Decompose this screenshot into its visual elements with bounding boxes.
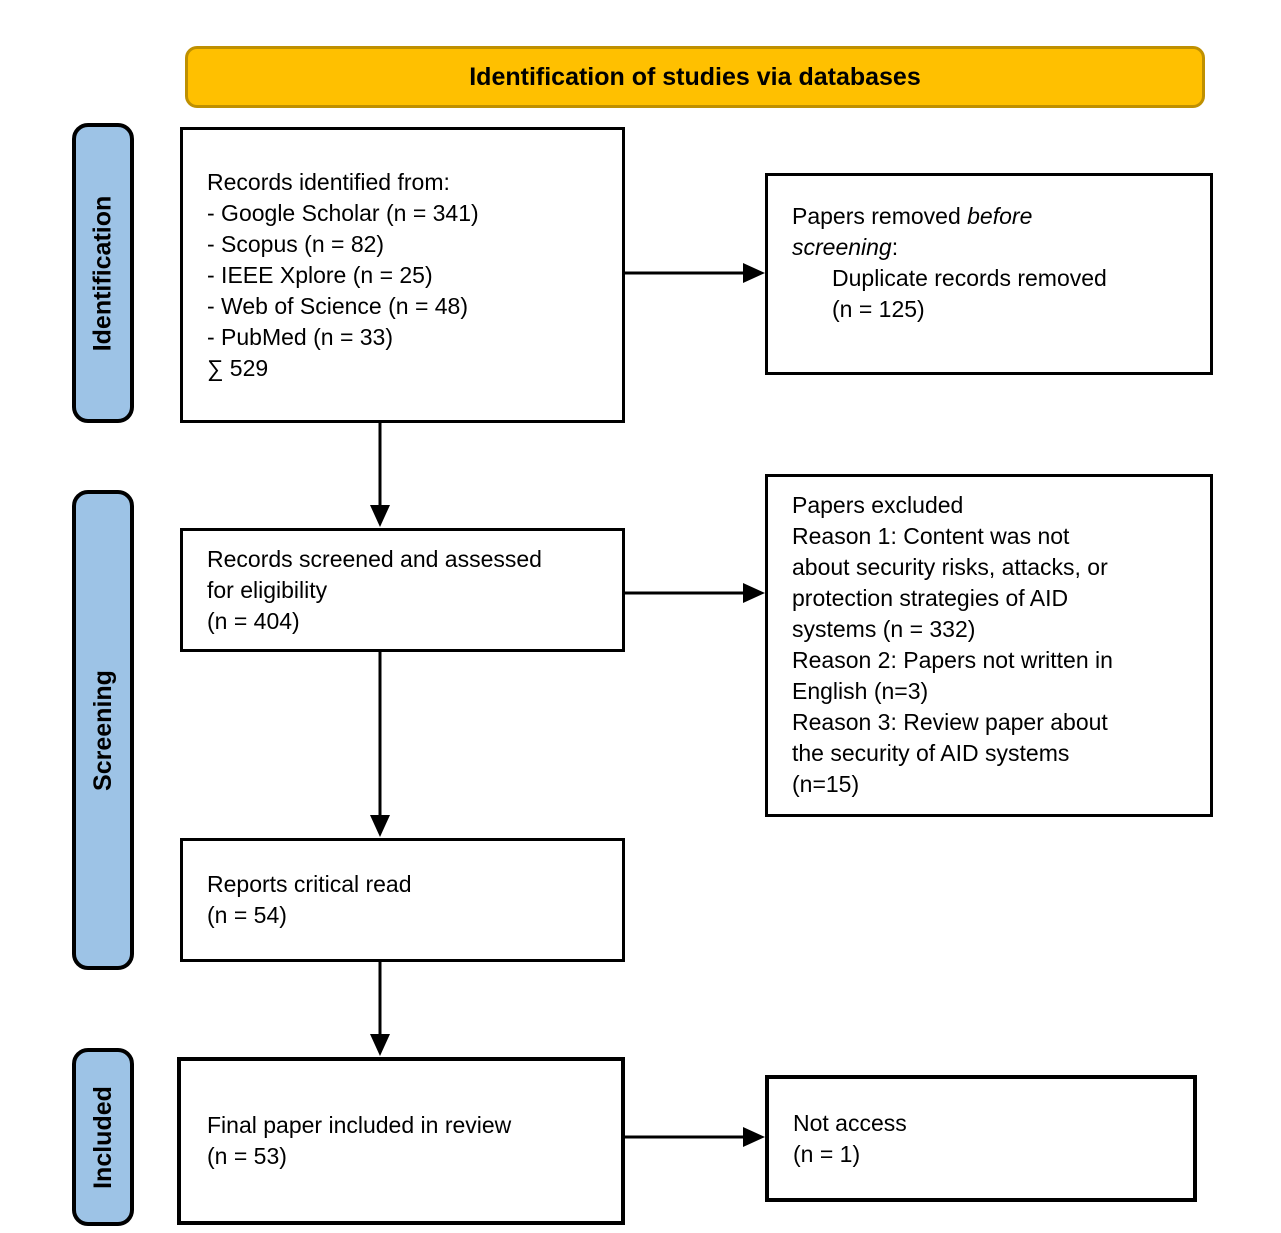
box-final-paper-included: Final paper included in review (n = 53) [177, 1057, 625, 1225]
italic-text: screening [792, 234, 892, 260]
arrow-final-to-not-access [625, 1127, 765, 1147]
arrow-identified-to-screened [370, 423, 390, 527]
stage-label-text: Screening [88, 669, 117, 791]
text-line: ∑ 529 [207, 354, 269, 381]
text-line: (n=15) [792, 771, 860, 797]
text-line: Reason 2: Papers not written in [792, 647, 1113, 673]
box-text: Not access (n = 1) [793, 1108, 1193, 1170]
stage-label-text: Included [88, 1085, 117, 1189]
text-line: - Web of Science (n = 48) [207, 292, 469, 319]
text-line: Reason 1: Content was not [792, 523, 1070, 549]
arrow-screened-to-excluded [625, 583, 765, 603]
text-line: Papers excluded [792, 492, 964, 518]
text-line: (n = 404) [207, 607, 300, 634]
text-line: about security risks, attacks, or [792, 554, 1108, 580]
box-reports-critical-read: Reports critical read (n = 54) [180, 838, 625, 962]
text-line: the security of AID systems [792, 740, 1070, 766]
text-line: Papers removed before [792, 203, 1033, 229]
text-line: English (n=3) [792, 678, 929, 704]
arrow-screened-to-reports [370, 652, 390, 837]
text-line: Records identified from: [207, 168, 450, 195]
text-line: - Scopus (n = 82) [207, 230, 385, 257]
text-line: Final paper included in review [207, 1112, 512, 1138]
text-line: - IEEE Xplore (n = 25) [207, 261, 433, 288]
box-text-indented: Duplicate records removed (n = 125) [792, 263, 1192, 325]
text-line: screening: [792, 234, 899, 260]
text-line: - Google Scholar (n = 341) [207, 199, 479, 226]
stage-label-text: Identification [88, 195, 117, 351]
stage-label-identification: Identification [72, 123, 134, 423]
text-line: - PubMed (n = 33) [207, 323, 394, 350]
arrow-identified-to-removed [625, 263, 765, 283]
box-papers-removed: Papers removed before screening: Duplica… [765, 173, 1213, 375]
stage-label-included: Included [72, 1048, 134, 1226]
box-records-identified: Records identified from: - Google Scholar… [180, 127, 625, 423]
box-text: Reports critical read (n = 54) [207, 869, 622, 931]
text-line: (n = 1) [793, 1140, 861, 1167]
text-line: Reason 3: Review paper about [792, 709, 1108, 735]
box-not-access: Not access (n = 1) [765, 1075, 1197, 1202]
text-line: (n = 125) [832, 296, 925, 322]
italic-text: before [967, 203, 1033, 229]
text-line: Reports critical read [207, 871, 412, 897]
text-line: Duplicate records removed [832, 265, 1107, 291]
box-text: Records identified from: - Google Scholar… [207, 167, 622, 384]
box-text: Final paper included in review (n = 53) [207, 1110, 621, 1172]
text-line: Records screened and assessed [207, 545, 542, 572]
box-text: Records screened and assessed for eligibi… [207, 544, 622, 637]
arrow-reports-to-final [370, 962, 390, 1056]
text-line: protection strategies of AID [792, 585, 1069, 611]
text-line: (n = 53) [207, 1143, 287, 1169]
text-line: Not access [793, 1109, 907, 1136]
box-records-screened: Records screened and assessed for eligibi… [180, 528, 625, 652]
text-line: systems (n = 332) [792, 616, 976, 642]
text-line: for eligibility [207, 576, 328, 603]
banner-title: Identification of studies via databases [185, 46, 1205, 108]
stage-label-screening: Screening [72, 490, 134, 970]
text-line: (n = 54) [207, 902, 287, 928]
